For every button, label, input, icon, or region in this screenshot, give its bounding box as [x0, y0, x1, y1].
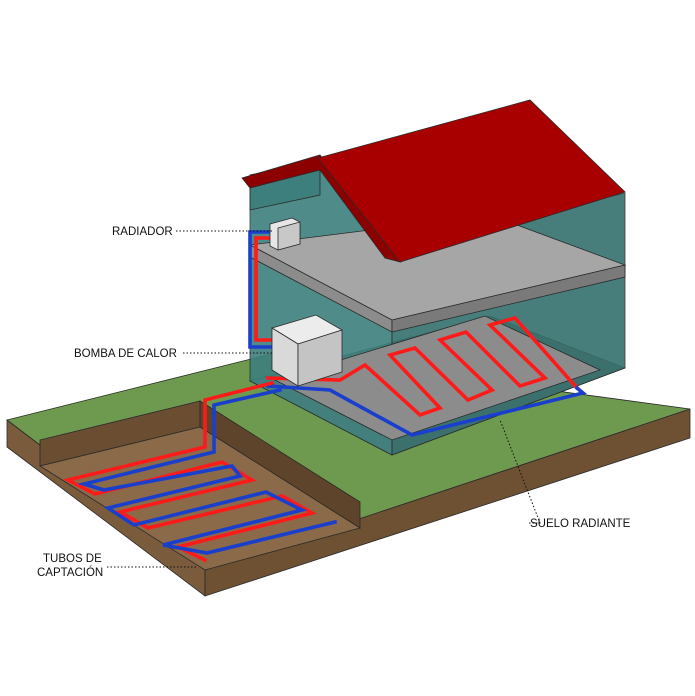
- label-radiador: RADIADOR: [112, 226, 173, 238]
- label-tubos-line1: TUBOS DE: [43, 553, 102, 565]
- capture-pipe-cold: [77, 410, 338, 555]
- supply-link-hot: [203, 380, 275, 414]
- capture-pipes: [62, 410, 338, 563]
- radiator-riser-cold: [248, 230, 272, 349]
- house: [203, 99, 627, 456]
- supply-link-cold: [212, 387, 283, 414]
- leader-suelo-radiante: [499, 419, 541, 524]
- radiator-riser-hot: [254, 236, 272, 342]
- roof-left-slope: [241, 154, 402, 263]
- roof-main: [317, 99, 626, 263]
- upper-floor-slab-edge-right: [391, 264, 626, 333]
- heat-pump-unit: [271, 314, 343, 387]
- capture-pipe-hot: [62, 410, 317, 563]
- radiant-floor-hot: [266, 315, 580, 418]
- heat-pump-side: [297, 329, 343, 387]
- label-tubos-line2: CAPTACIÓN: [37, 566, 103, 579]
- radiator-unit: [269, 217, 301, 251]
- ground-floor-surface: [273, 315, 602, 441]
- radiant-floor-cold: [266, 384, 587, 437]
- label-suelo-radiante: SUELO RADIANTE: [530, 518, 631, 530]
- labels: RADIADOR BOMBA DE CALOR SUELO RADIANTE T…: [37, 226, 631, 579]
- label-bomba-de-calor: BOMBA DE CALOR: [74, 348, 177, 360]
